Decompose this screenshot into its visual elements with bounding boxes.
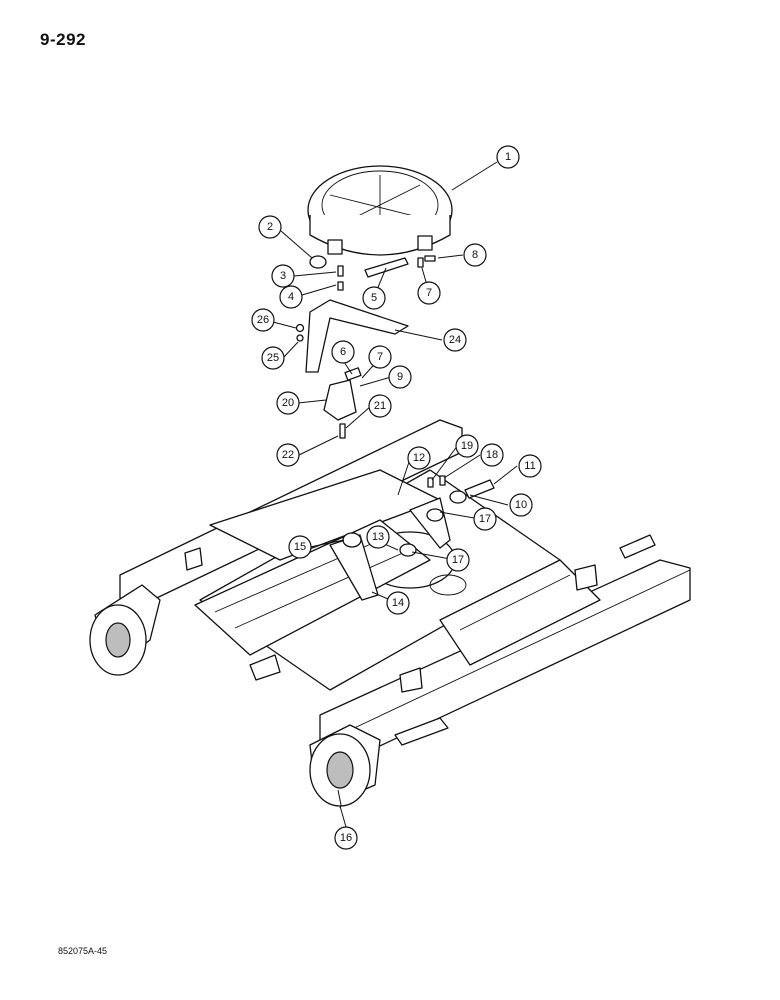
callout-19: 19 [455, 434, 479, 458]
callout-20: 20 [276, 391, 300, 415]
callout-label: 19 [461, 440, 473, 452]
callout-1: 1 [496, 145, 520, 169]
callout-label: 2 [267, 221, 273, 233]
carbody-frame [89, 419, 691, 807]
callout-7-top: 7 [417, 281, 441, 305]
callout-22: 22 [276, 443, 300, 467]
callout-4: 4 [279, 285, 303, 309]
callout-8: 8 [463, 243, 487, 267]
callout-label: 17 [452, 554, 464, 566]
callout-label: 21 [374, 400, 386, 412]
callout-15: 15 [288, 535, 312, 559]
callout-label: 17 [479, 513, 491, 525]
turntable-bearing [307, 165, 453, 256]
callout-9: 9 [388, 365, 412, 389]
callout-24: 24 [443, 328, 467, 352]
callout-6: 6 [331, 340, 355, 364]
callout-11: 11 [518, 454, 542, 478]
callout-5: 5 [362, 286, 386, 310]
callout-18: 18 [480, 443, 504, 467]
callout-10: 10 [509, 493, 533, 517]
callout-label: 25 [267, 352, 279, 364]
callout-label: 12 [413, 452, 425, 464]
callout-17-right: 17 [473, 507, 497, 531]
callout-label: 20 [282, 397, 294, 409]
callout-label: 14 [392, 597, 404, 609]
page-number: 9-292 [40, 30, 86, 49]
callout-label: 6 [340, 346, 346, 358]
callout-label: 4 [288, 291, 294, 303]
callout-label: 13 [372, 531, 384, 543]
callout-12: 12 [407, 446, 431, 470]
callout-label: 3 [280, 270, 286, 282]
callout-label: 7 [377, 351, 383, 363]
callout-17-center: 17 [446, 548, 470, 572]
callout-14: 14 [386, 591, 410, 615]
callout-21: 21 [368, 394, 392, 418]
callout-25: 25 [261, 346, 285, 370]
callout-label: 10 [515, 499, 527, 511]
callout-label: 26 [257, 314, 269, 326]
drawing-code: 852075A-45 [58, 946, 108, 956]
callout-2: 2 [258, 215, 282, 239]
callout-26: 26 [251, 308, 275, 332]
callout-label: 18 [486, 449, 498, 461]
callout-label: 24 [449, 334, 461, 346]
leader-16 [339, 805, 347, 828]
callout-label: 5 [371, 292, 377, 304]
callout-13: 13 [366, 525, 390, 549]
callout-label: 16 [340, 832, 352, 844]
callout-label: 8 [472, 249, 478, 261]
callout-label: 22 [282, 449, 294, 461]
callout-label: 1 [505, 151, 511, 163]
callout-label: 11 [524, 460, 535, 472]
small-parts [295, 255, 495, 601]
callout-label: 15 [294, 541, 306, 553]
callout-7-mid: 7 [368, 345, 392, 369]
callout-3: 3 [271, 264, 295, 288]
callout-label: 7 [426, 287, 432, 299]
callout-16: 16 [334, 826, 358, 850]
callout-label: 9 [397, 371, 403, 383]
